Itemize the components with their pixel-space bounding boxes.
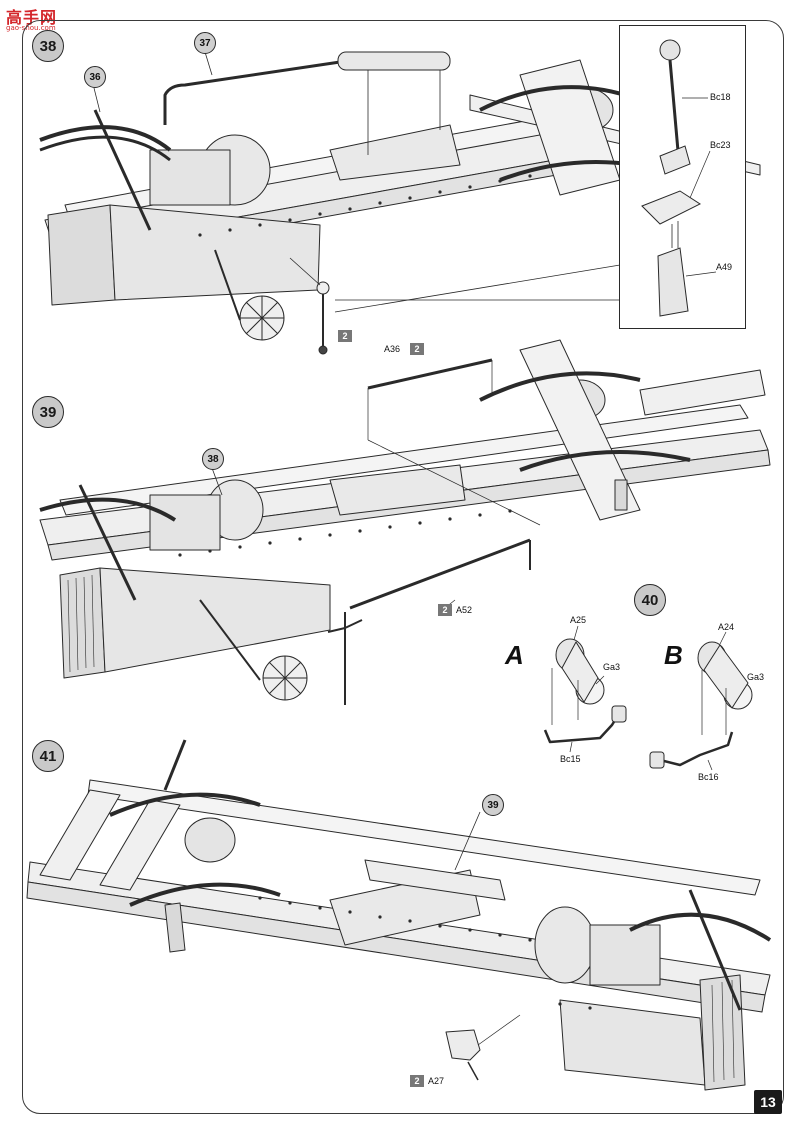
sprue-badge-a36: 2: [410, 343, 424, 355]
inset-illustration: [641, 39, 717, 317]
part-label-bc15: Bc15: [560, 754, 581, 764]
callout-37: 37: [194, 32, 216, 54]
part-label-ga3-a: Ga3: [603, 662, 621, 672]
inset-part-label-a49: A49: [716, 262, 733, 272]
page-frame: [22, 20, 784, 1114]
part-label-a25: A25: [570, 615, 587, 625]
variant-label-a: A: [505, 640, 524, 670]
part-label-a36: A36: [384, 344, 401, 354]
part-label-a27: A27: [428, 1076, 445, 1086]
step-number-41: 41: [32, 740, 64, 772]
step40-parts-b: [649, 631, 753, 771]
inset-part-label-bc18: Bc18: [710, 92, 731, 102]
part-label-ga3-b: Ga3: [747, 672, 765, 682]
sprue-badge-38: 2: [338, 330, 352, 342]
callout-38: 38: [202, 448, 224, 470]
step39-chassis: [39, 339, 771, 705]
variant-label-b: B: [664, 640, 683, 670]
sprue-badge-a27: 2: [410, 1075, 424, 1087]
step41-chassis: [26, 739, 772, 1091]
part-label-bc16: Bc16: [698, 772, 719, 782]
step-number-38: 38: [32, 30, 64, 62]
page-number: 13: [754, 1090, 782, 1114]
step-number-40: 40: [634, 584, 666, 616]
detail-inset: Bc18 Bc23 A49: [619, 25, 746, 329]
step40-parts-a: [543, 625, 627, 753]
inset-part-label-bc23: Bc23: [710, 140, 731, 150]
step38-chassis: [39, 51, 761, 355]
step-number-39: 39: [32, 396, 64, 428]
part-label-a24: A24: [718, 622, 735, 632]
callout-39: 39: [482, 794, 504, 816]
watermark-logo: 高手网: [6, 8, 58, 27]
callout-36: 36: [84, 66, 106, 88]
part-label-a52: A52: [456, 605, 473, 615]
sprue-badge-a52: 2: [438, 604, 452, 616]
